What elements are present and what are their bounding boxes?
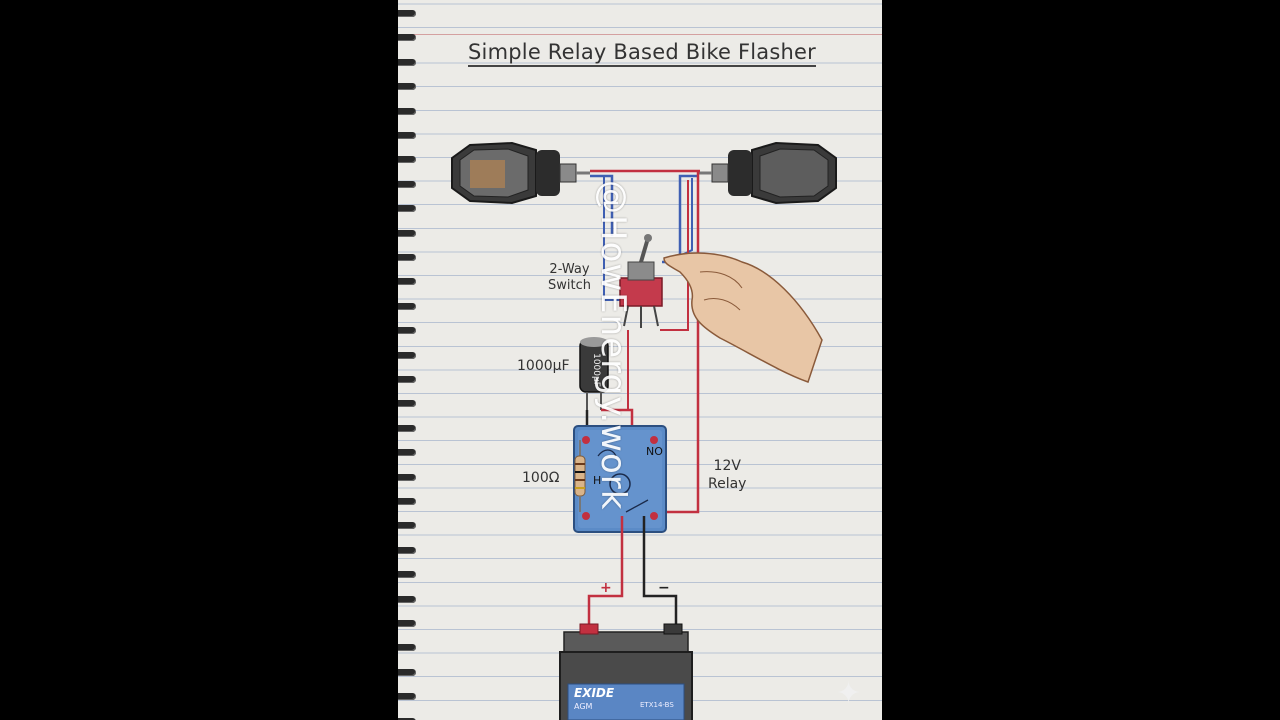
spiral-ring <box>398 156 416 164</box>
right-indicator-lamp <box>698 141 837 205</box>
spiral-ring <box>398 473 416 481</box>
spiral-ring <box>398 498 416 505</box>
spiral-ring <box>398 595 416 603</box>
spiral-ring <box>398 546 416 554</box>
spiral-ring <box>398 449 416 457</box>
spiral-ring <box>398 132 416 139</box>
relay-h-label: H <box>593 474 601 487</box>
page-top-margin-line <box>398 34 882 35</box>
spiral-ring <box>398 302 416 310</box>
switch-label-line1: 2-Way <box>549 262 590 277</box>
spiral-ring <box>398 58 416 66</box>
battery-plus-label: + <box>600 580 612 596</box>
spiral-ring <box>398 400 416 408</box>
spiral-ring <box>398 668 416 676</box>
spiral-ring <box>398 327 416 335</box>
relay-label-line1: 12V <box>713 458 741 474</box>
battery-brand: EXIDE <box>574 686 615 700</box>
hand-illustration <box>663 252 823 383</box>
spiral-ring <box>398 229 416 237</box>
notebook-spiral <box>398 0 422 720</box>
resistor-label: 100Ω <box>522 470 560 486</box>
relay: NO H <box>573 425 667 533</box>
battery-model: ETX14-BS <box>640 701 674 709</box>
spiral-ring <box>398 83 416 91</box>
spiral-ring <box>398 278 416 286</box>
capacitor-label: 1000μF <box>517 358 570 374</box>
spiral-ring <box>398 424 416 432</box>
spiral-ring <box>398 10 416 17</box>
watermark-text: @HowEnergy.work <box>593 180 633 511</box>
spiral-ring <box>398 254 416 261</box>
diagram-title: Simple Relay Based Bike Flasher <box>468 40 816 67</box>
left-indicator-lamp <box>451 141 590 205</box>
spiral-ring <box>398 205 416 213</box>
capacitor-body-label: 1000μF <box>591 353 601 387</box>
switch-label-line2: Switch <box>548 278 591 294</box>
spiral-ring <box>398 620 416 627</box>
capacitor: 1000μF <box>579 337 609 410</box>
spiral-ring <box>398 34 416 42</box>
spiral-ring <box>398 351 416 359</box>
sparkle-icon: ✦ <box>836 676 862 711</box>
spiral-ring <box>398 644 416 652</box>
relay-label-line2: Relay <box>708 475 747 492</box>
battery-minus-label: − <box>658 580 670 596</box>
two-way-switch <box>619 234 663 328</box>
spiral-ring <box>398 107 416 115</box>
spiral-ring <box>398 522 416 530</box>
spiral-ring <box>398 717 416 720</box>
switch-label: 2-Way Switch <box>548 262 591 295</box>
spiral-ring <box>398 180 416 188</box>
relay-label: 12V Relay <box>708 458 746 493</box>
spiral-ring <box>398 571 416 579</box>
battery-type: AGM <box>574 702 593 711</box>
relay-no-label: NO <box>646 445 663 458</box>
spiral-ring <box>398 693 416 701</box>
spiral-ring <box>398 376 416 383</box>
resistor <box>574 440 586 512</box>
battery: EXIDE AGM ETX14-BS <box>559 623 693 720</box>
